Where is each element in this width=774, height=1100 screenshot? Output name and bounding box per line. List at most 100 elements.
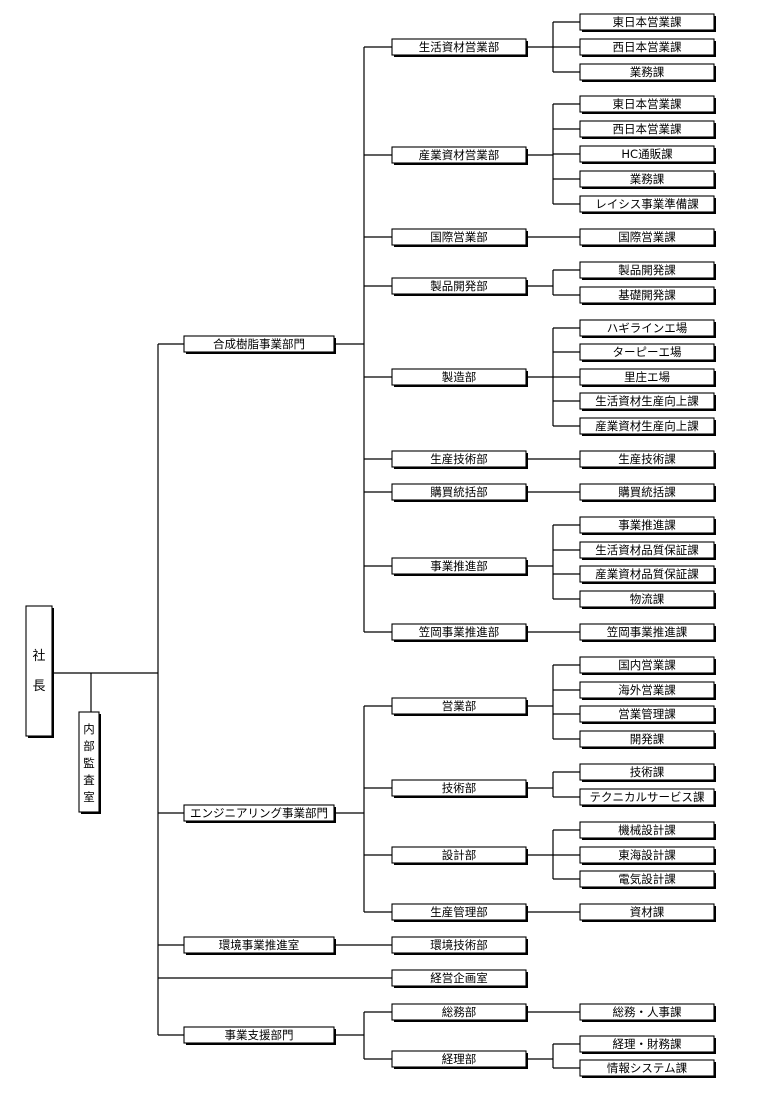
section-box: 東日本営業課 (579, 95, 716, 114)
box-frame (579, 821, 715, 839)
section-box: 生活資材生産向上課 (579, 392, 716, 411)
box-frame (579, 195, 715, 213)
box-frame (78, 711, 100, 813)
department-box: 設計部 (391, 846, 528, 865)
connector-lines (53, 21, 580, 1069)
department-box-label: 生産技術部 (430, 452, 488, 466)
box-frame (391, 846, 527, 864)
box-frame (579, 286, 715, 304)
box-frame (579, 590, 715, 608)
box-frame (579, 656, 715, 674)
division-box-label: 事業支援部門 (225, 1028, 294, 1042)
section-box: 生産技術課 (579, 450, 716, 469)
department-box: 産業資材営業部 (391, 146, 528, 165)
department-box-label: 技術部 (442, 781, 477, 795)
section-box-label: 製品開発課 (618, 263, 676, 277)
section-box-label: 総務・人事課 (613, 1005, 682, 1019)
section-box: 業務課 (579, 63, 716, 82)
department-box-label: 経理部 (442, 1052, 477, 1066)
section-box-label: 笠岡事業推進課 (607, 625, 688, 639)
department-box: 営業部 (391, 697, 528, 716)
box-frame (391, 38, 527, 56)
box-frame (391, 623, 527, 641)
box-frame (183, 936, 335, 954)
section-box-label: 電気設計課 (618, 872, 676, 886)
department-box-label: 総務部 (442, 1005, 477, 1019)
box-frame (579, 368, 715, 386)
section-box-label: 西日本営業課 (613, 122, 682, 136)
box-frame (579, 170, 715, 188)
box-frame (579, 95, 715, 113)
org-boxes: 社長内部監査室合成樹脂事業部門生活資材営業部東日本営業課西日本営業課業務課産業資… (25, 13, 716, 1078)
department-box: 笠岡事業推進部 (391, 623, 528, 642)
section-box-label: 基礎開発課 (618, 288, 676, 302)
section-box: 東海設計課 (579, 846, 716, 865)
department-box-label: 環境技術部 (430, 938, 488, 952)
box-frame (579, 261, 715, 279)
box-frame (579, 623, 715, 641)
box-frame (391, 368, 527, 386)
section-box-label: 国際営業課 (618, 230, 676, 244)
box-frame (579, 788, 715, 806)
section-box: レイシス事業準備課 (579, 195, 716, 214)
division-box: 合成樹脂事業部門 (183, 335, 336, 354)
section-box-label: 東日本営業課 (613, 15, 682, 29)
box-frame (579, 903, 715, 921)
section-box: 製品開発課 (579, 261, 716, 280)
section-box-label: 資材課 (630, 905, 665, 919)
section-box-label: 営業管理課 (618, 707, 676, 721)
box-frame (25, 605, 53, 737)
section-box: 笠岡事業推進課 (579, 623, 716, 642)
department-box: 生活資材営業部 (391, 38, 528, 57)
section-box-label: テクニカルサービス課 (590, 790, 705, 804)
section-box-label: 生産技術課 (618, 452, 676, 466)
department-box-label: 生産管理部 (430, 905, 488, 919)
section-box: 里庄エ場 (579, 368, 716, 387)
box-frame (579, 541, 715, 559)
section-box: 資材課 (579, 903, 716, 922)
box-frame (391, 146, 527, 164)
box-frame (391, 779, 527, 797)
section-box-label: レイシス事業準備課 (595, 197, 699, 211)
department-box: 製造部 (391, 368, 528, 387)
division-box-label: エンジニアリング事業部門 (190, 806, 328, 820)
president-char: 長 (32, 679, 45, 694)
section-box: 東日本営業課 (579, 13, 716, 32)
section-box: 経理・財務課 (579, 1035, 716, 1054)
section-box: 国際営業課 (579, 228, 716, 247)
section-box-label: 機械設計課 (618, 823, 676, 837)
box-frame (579, 763, 715, 781)
section-box: 営業管理課 (579, 705, 716, 724)
section-box-label: 物流課 (630, 592, 665, 606)
box-frame (579, 516, 715, 534)
section-box-label: 生活資材品質保証課 (595, 543, 699, 557)
section-box-label: 海外営業課 (618, 683, 676, 697)
box-frame (579, 565, 715, 583)
section-box: 国内営業課 (579, 656, 716, 675)
box-frame (579, 681, 715, 699)
audit-office-char: 監 (83, 756, 95, 770)
box-frame (579, 705, 715, 723)
section-box-label: 経理・財務課 (613, 1037, 682, 1051)
box-frame (579, 450, 715, 468)
section-box: 電気設計課 (579, 870, 716, 889)
box-frame (579, 120, 715, 138)
section-box-label: 業務課 (630, 65, 665, 79)
section-box-label: 業務課 (630, 172, 665, 186)
audit-office-char: 内 (83, 722, 95, 736)
department-box-label: 営業部 (442, 699, 477, 713)
section-box: 海外営業課 (579, 681, 716, 700)
section-box: ターピーエ場 (579, 343, 716, 362)
section-box-label: 里庄エ場 (624, 370, 670, 384)
box-frame (391, 557, 527, 575)
department-box-label: 設計部 (442, 848, 477, 862)
department-box-label: 産業資材営業部 (419, 148, 500, 162)
section-box: 西日本営業課 (579, 38, 716, 57)
section-box: 事業推進課 (579, 516, 716, 535)
department-box: 生産技術部 (391, 450, 528, 469)
section-box: 生活資材品質保証課 (579, 541, 716, 560)
box-frame (579, 1003, 715, 1021)
division-box: 事業支援部門 (183, 1026, 336, 1045)
